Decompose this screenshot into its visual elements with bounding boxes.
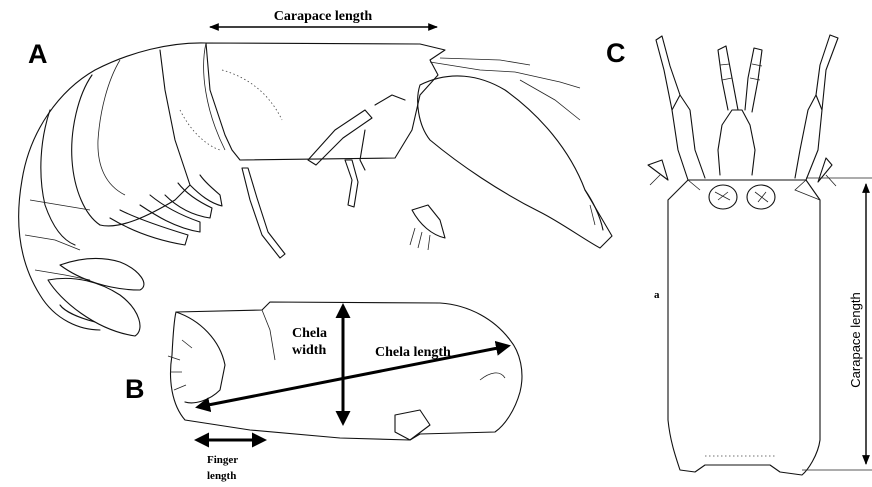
small-mark-a: a [654, 289, 660, 301]
finger-length-label-line1: Finger [207, 454, 238, 466]
panel-c: C a Carapace [606, 35, 872, 475]
panel-b-letter: B [125, 374, 145, 404]
panel-a: A Carapace length [19, 9, 612, 336]
chela-width-label-line2: width [292, 343, 326, 358]
carapace-length-label: Carapace length [274, 9, 373, 24]
shrimp-lateral-drawing [19, 43, 612, 336]
panel-b: B Chela width Chela length Finger length [125, 302, 522, 482]
carapace-length-vertical-label: Carapace length [848, 292, 863, 387]
chela-length-label: Chela length [375, 345, 451, 360]
chela-width-label-line1: Chela [292, 326, 327, 341]
chela-length-arrow [198, 346, 508, 407]
chela-drawing [168, 302, 522, 440]
shrimp-dorsal-drawing [648, 35, 838, 475]
panel-a-letter: A [28, 39, 48, 69]
panel-c-letter: C [606, 38, 626, 68]
finger-length-label-line2: length [207, 470, 236, 482]
